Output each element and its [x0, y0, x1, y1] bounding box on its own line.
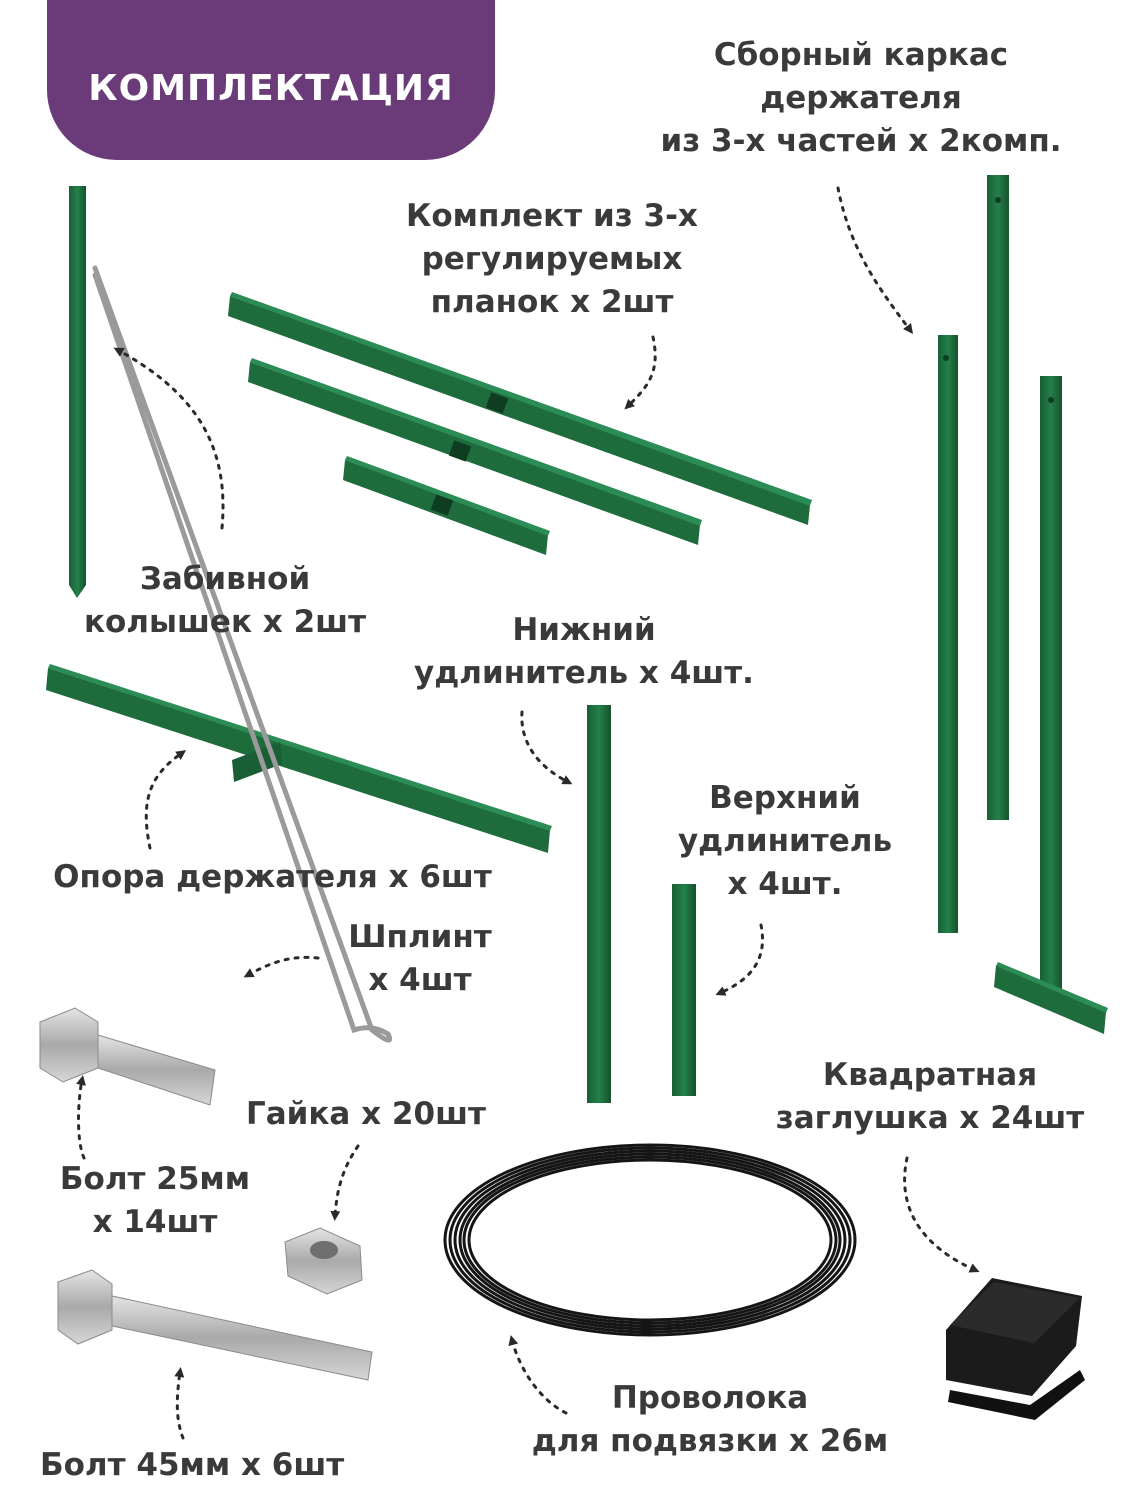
label-planks-line-1: Комплект из 3-х	[406, 198, 698, 234]
label-bolt-45: Болт 45мм х 6шт	[40, 1444, 400, 1487]
label-upper-extender-line-1: Верхний	[709, 780, 861, 816]
adjustable-plank-icon	[228, 292, 812, 555]
label-lower-extender: Нижний удлинитель х 4шт.	[388, 609, 780, 695]
label-frame-line-3: из 3-х частей х 2комп.	[660, 123, 1062, 159]
label-frame: Сборный каркас держателя из 3-х частей х…	[651, 34, 1071, 163]
label-bolt-25-line-1: Болт 25мм	[59, 1161, 251, 1197]
cotter-pin-icon	[92, 265, 393, 1043]
label-nut-line-1: Гайка х 20шт	[246, 1096, 486, 1132]
label-planks-line-3: планок х 2шт	[430, 284, 674, 320]
label-support: Опора держателя х 6шт	[25, 856, 520, 899]
label-stake: Забивной колышек х 2шт	[70, 558, 380, 644]
label-planks-line-2: регулируемых	[421, 241, 683, 277]
label-plug-line-2: заглушка х 24шт	[775, 1100, 1085, 1136]
label-plug: Квадратная заглушка х 24шт	[765, 1054, 1095, 1140]
label-cotter-line-1: Шплинт	[348, 919, 492, 955]
label-stake-line-2: колышек х 2шт	[83, 604, 367, 640]
frame-post-icon	[938, 175, 1108, 1034]
bolt-icon	[39, 1007, 373, 1381]
label-wire-line-1: Проволока	[611, 1380, 809, 1416]
label-bolt-25: Болт 25мм х 14шт	[40, 1158, 270, 1244]
label-upper-extender: Верхний удлинитель х 4шт.	[655, 777, 915, 906]
hex-nut-icon	[284, 1227, 363, 1295]
page-title: КОМПЛЕКТАЦИЯ	[88, 67, 454, 109]
label-wire-line-2: для подвязки х 26м	[531, 1423, 889, 1459]
label-lower-extender-line-1: Нижний	[512, 612, 656, 648]
label-upper-extender-line-2: удлинитель	[677, 823, 893, 859]
label-lower-extender-line-2: удлинитель х 4шт.	[414, 655, 754, 691]
label-frame-line-1: Сборный каркас	[713, 37, 1009, 73]
dotted-arrow-icon	[76, 186, 980, 1440]
metal-stake-icon	[69, 186, 86, 598]
label-nut: Гайка х 20шт	[246, 1093, 516, 1136]
label-frame-line-2: держателя	[760, 80, 962, 116]
label-wire: Проволока для подвязки х 26м	[515, 1377, 905, 1463]
extender-tube-icon	[587, 705, 696, 1103]
label-planks: Комплект из 3-х регулируемых планок х 2ш…	[372, 195, 732, 324]
header-tab: КОМПЛЕКТАЦИЯ	[47, 0, 495, 160]
label-bolt-45-line-1: Болт 45мм х 6шт	[40, 1447, 345, 1483]
wire-coil-icon	[443, 1143, 857, 1337]
label-cotter: Шплинт х 4шт	[325, 916, 515, 1002]
label-support-line-1: Опора держателя х 6шт	[53, 859, 492, 895]
square-plug-icon	[946, 1278, 1085, 1420]
label-plug-line-1: Квадратная	[822, 1057, 1038, 1093]
label-upper-extender-line-3: х 4шт.	[727, 866, 843, 902]
label-bolt-25-line-2: х 14шт	[92, 1204, 218, 1240]
label-cotter-line-2: х 4шт	[368, 962, 472, 998]
label-stake-line-1: Забивной	[139, 561, 311, 597]
